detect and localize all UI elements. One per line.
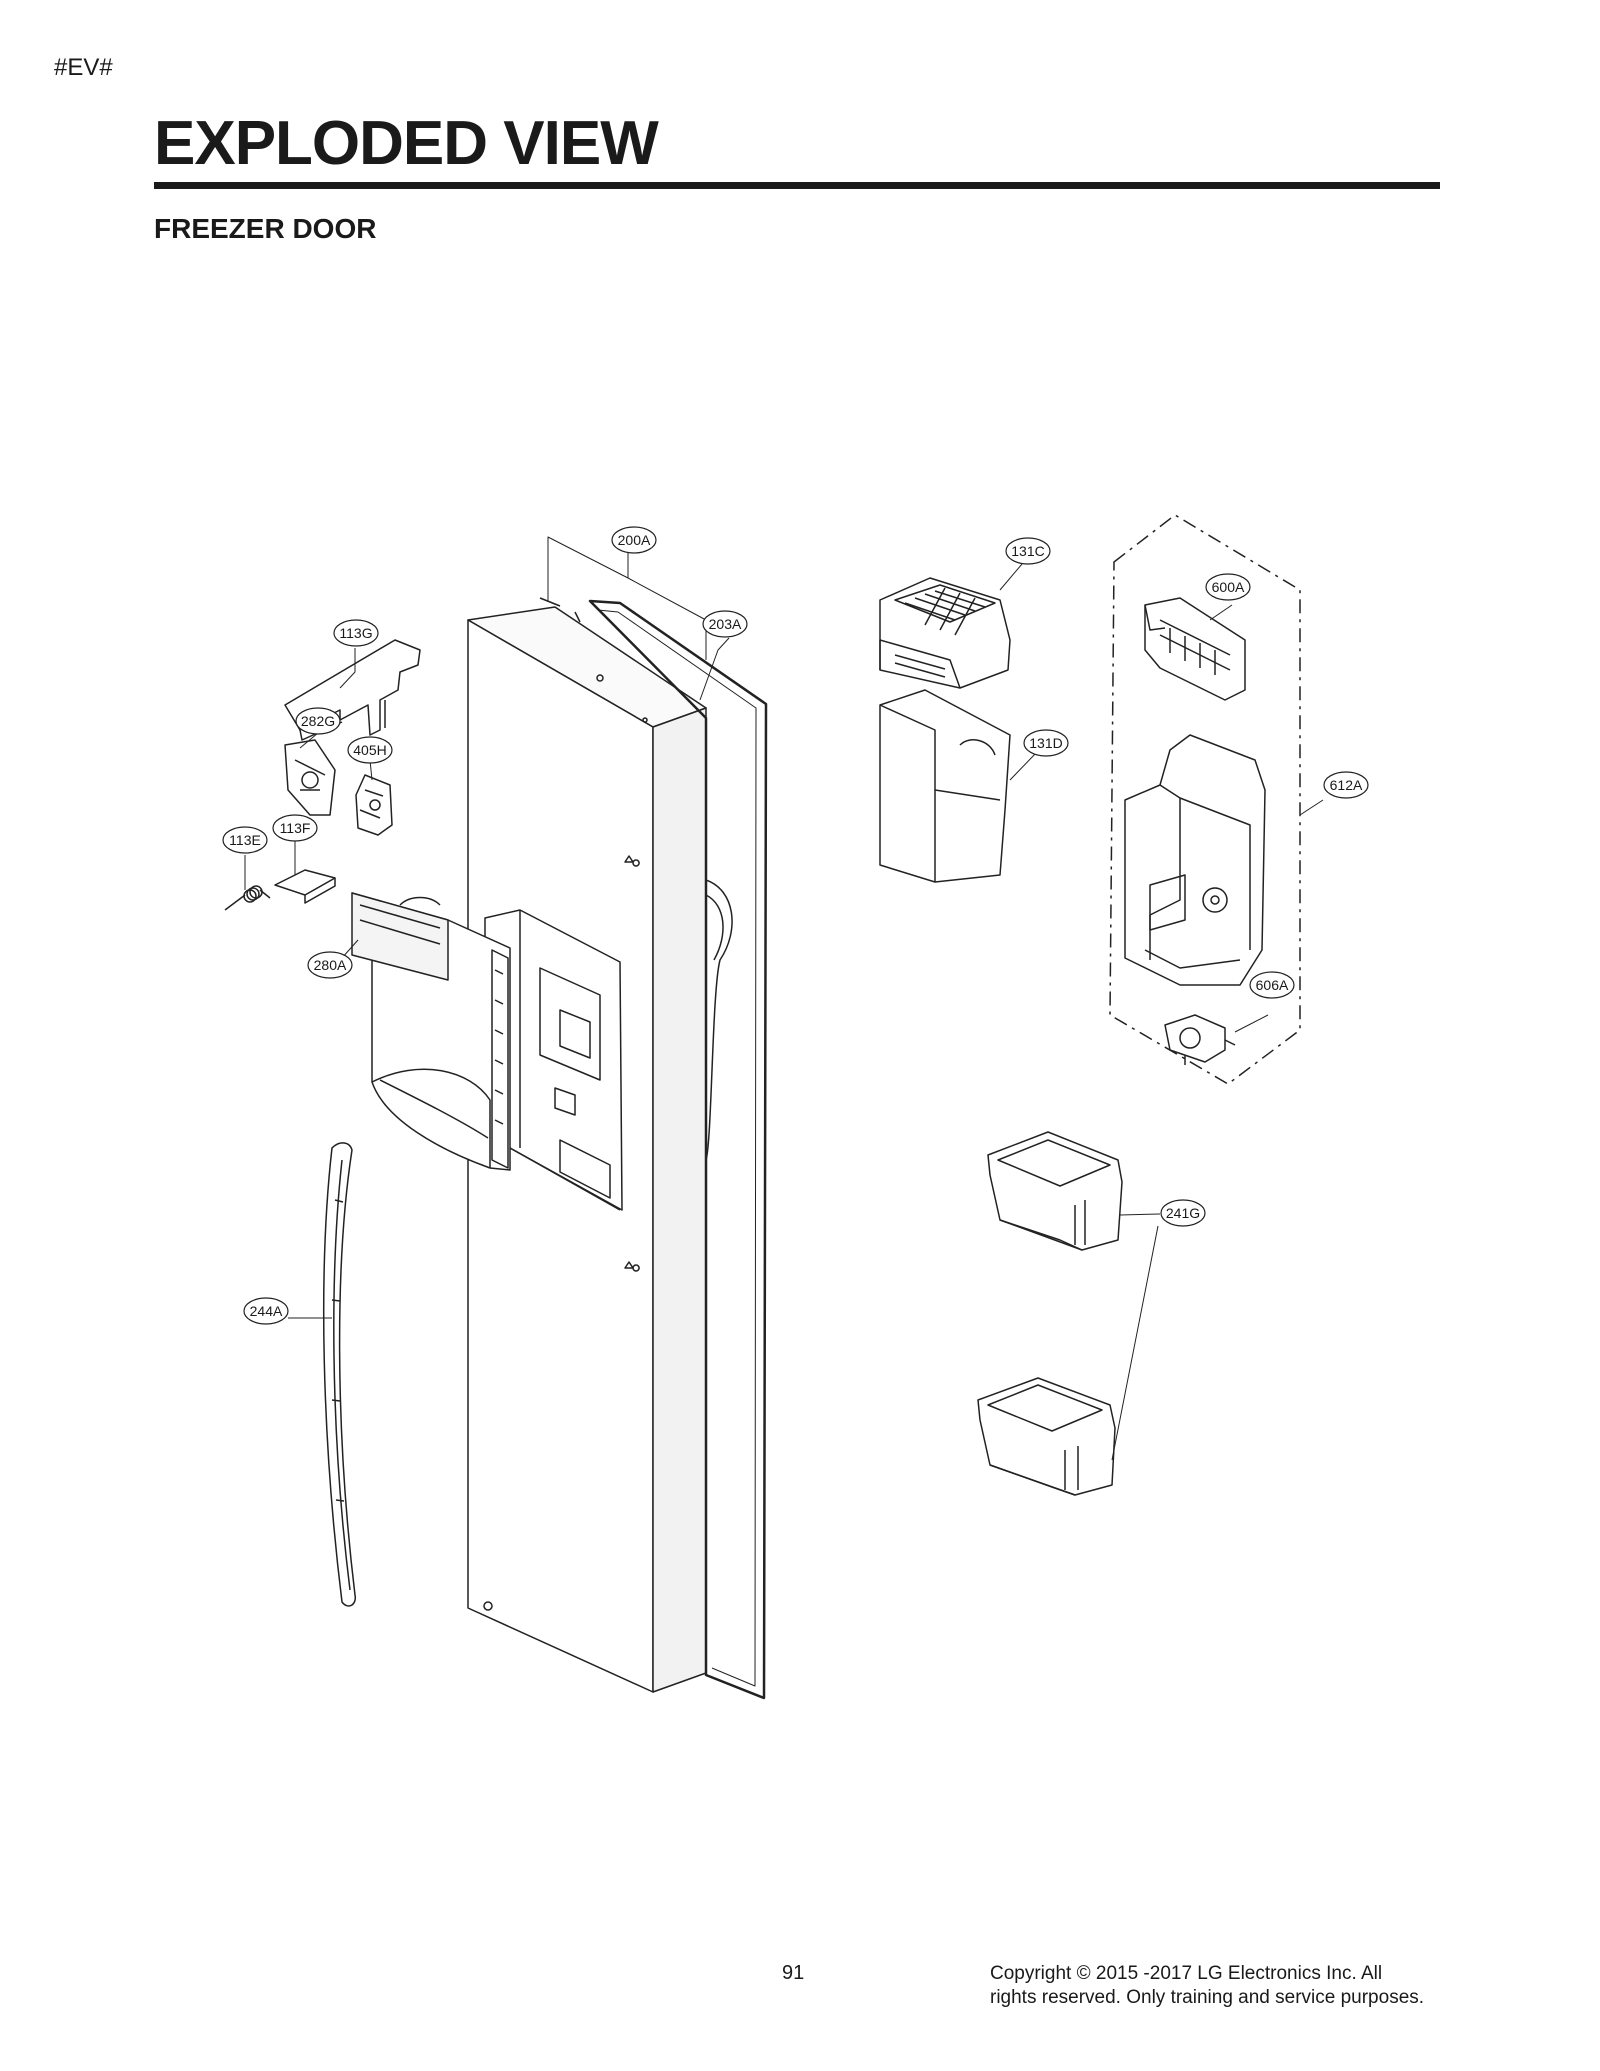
page-title: EXPLODED VIEW xyxy=(154,109,659,178)
callout-label: 131C xyxy=(1011,543,1044,559)
callout-label: 113G xyxy=(339,625,372,641)
callout-label: 405H xyxy=(353,742,386,758)
door-gasket xyxy=(588,599,768,1700)
callout-label: 200A xyxy=(618,532,651,548)
title-rule xyxy=(154,182,1440,189)
part-113f xyxy=(274,869,336,904)
callout-label: 131D xyxy=(1029,735,1062,751)
callout-label: 244A xyxy=(250,1303,283,1319)
callout-ellipses xyxy=(222,526,1369,1325)
callout-label: 600A xyxy=(1212,579,1245,595)
page-number: 91 xyxy=(782,1962,805,1984)
ice-bin xyxy=(879,689,1011,883)
callout-label: 241G xyxy=(1166,1205,1200,1221)
motor-606a xyxy=(1164,1014,1236,1065)
dispenser-housing xyxy=(484,909,623,1211)
callout-label: 612A xyxy=(1330,777,1363,793)
spring-113e xyxy=(224,885,271,911)
callout-label: 282G xyxy=(301,713,335,729)
callout-label: 203A xyxy=(709,616,742,632)
part-405h xyxy=(355,774,393,836)
callout-label: 113E xyxy=(229,832,261,848)
door-bin-lower xyxy=(977,1377,1116,1496)
ice-maker xyxy=(1144,597,1246,701)
page-marker: #EV# xyxy=(54,54,113,81)
callout-label: 606A xyxy=(1256,977,1289,993)
callout-label: 280A xyxy=(314,957,347,973)
section-subtitle: FREEZER DOOR xyxy=(154,213,377,244)
callout-label: 113F xyxy=(280,820,311,836)
copyright-notice: Copyright © 2015 -2017 LG Electronics In… xyxy=(990,1963,1425,2008)
ice-maker-housing xyxy=(1124,734,1266,986)
door-bin-upper xyxy=(987,1131,1123,1251)
part-282g xyxy=(284,739,336,816)
dispenser-cover xyxy=(351,892,511,1171)
door-handle xyxy=(322,1142,357,1607)
ice-bin-cover xyxy=(879,577,1011,689)
